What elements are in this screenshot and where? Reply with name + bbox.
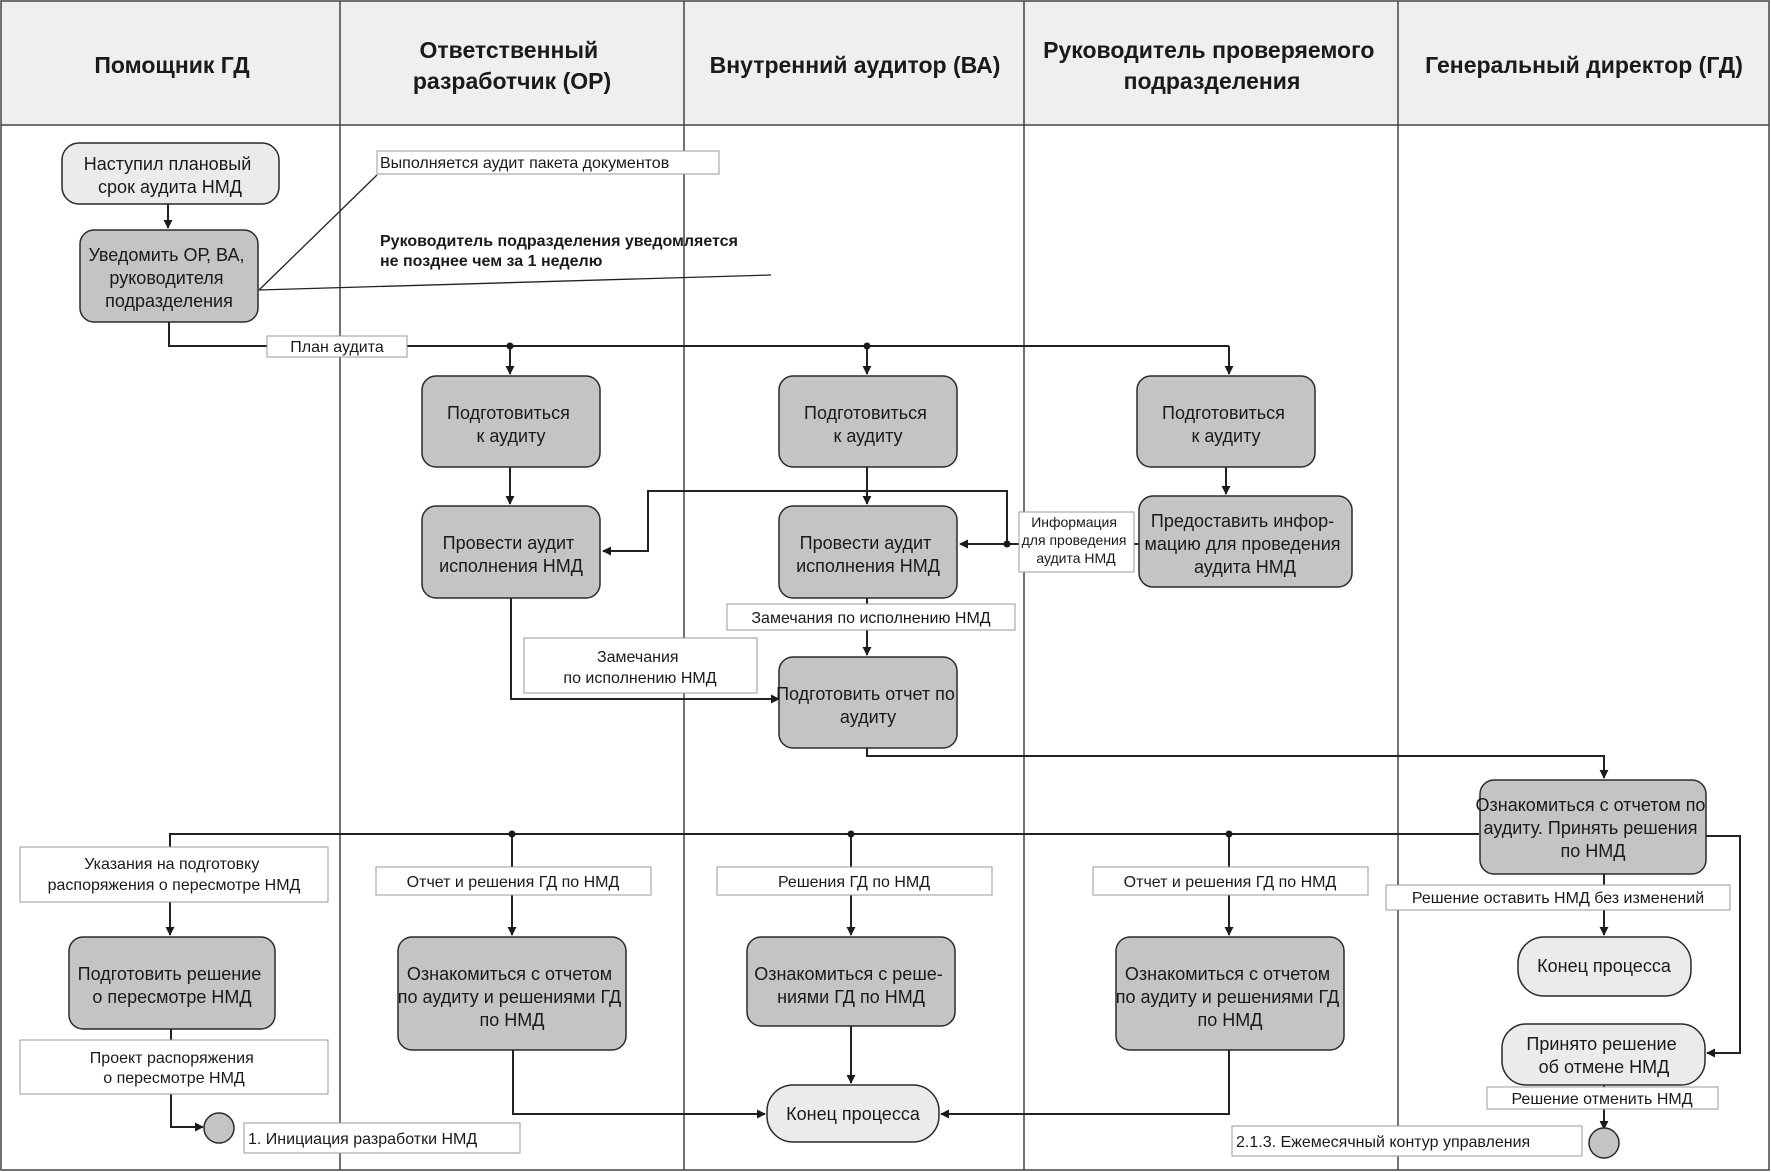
link-monthly-label-box xyxy=(1231,1125,1583,1157)
lane-title-developer: Ответственный разработчик (ОР) xyxy=(413,37,611,94)
link-monthly-circle xyxy=(1588,1127,1620,1159)
prepare-decision-label: Подготовить решение о пересмотре НМД xyxy=(78,964,267,1007)
cancel-decision-flow-label: Решение отменить НМД xyxy=(1511,1091,1692,1108)
remarks-or-label-box xyxy=(523,637,758,694)
prepare-audit-or-activity xyxy=(421,375,601,468)
audit-plan-label: План аудита xyxy=(290,339,384,356)
note-leader xyxy=(258,274,772,291)
conduct-audit-or-label: Провести аудит исполнения НМД xyxy=(439,533,583,576)
notify-note: Руководитель подразделения уведомляется … xyxy=(380,233,742,270)
conduct-audit-va-label: Провести аудит исполнения НМД xyxy=(796,533,940,576)
prepare-audit-va-label: Подготовиться к аудиту xyxy=(804,403,932,446)
review-report-or-activity xyxy=(397,936,627,1051)
prepare-audit-va-activity xyxy=(778,375,958,468)
audit-package-label: Выполняется аудит пакета документов xyxy=(380,155,669,172)
notify-participants-label: Уведомить ОР, ВА, руководителя подраздел… xyxy=(88,245,249,311)
decisions-va-label: Решения ГД по НМД xyxy=(778,874,930,891)
review-report-gd-activity xyxy=(1479,779,1707,875)
remarks-or-label: Замечания по исполнению НМД xyxy=(563,649,716,687)
info-for-audit-label-box xyxy=(1018,511,1135,573)
instructions-label-box xyxy=(19,846,329,903)
start-event xyxy=(61,142,280,205)
prepare-audit-rp-label: Подготовиться к аудиту xyxy=(1162,403,1290,446)
keep-unchanged-label: Решение оставить НМД без изменений xyxy=(1412,890,1704,907)
end-process-gd-event xyxy=(1517,936,1692,997)
provide-info-activity xyxy=(1138,495,1353,588)
prepare-audit-rp-activity xyxy=(1136,375,1316,468)
junction-dot xyxy=(1003,540,1011,548)
end-process-gd-label: Конец процесса xyxy=(1537,956,1672,976)
lane-title-general-director: Генеральный директор (ГД) xyxy=(1425,52,1743,78)
end-process-label: Конец процесса xyxy=(786,1104,921,1124)
lane-title-unit-head: Руководитель проверяемого подразделения xyxy=(1043,37,1381,94)
cancel-decision-event xyxy=(1501,1023,1706,1086)
review-decisions-va-label: Ознакомиться с реше- ниями ГД по НМД xyxy=(754,964,948,1007)
flow-arrow xyxy=(940,1050,1230,1119)
audit-package-label-box xyxy=(376,150,720,175)
review-report-rp-label: Ознакомиться с отчетом по аудиту и решен… xyxy=(1116,964,1344,1030)
lane-title-assistant: Помощник ГД xyxy=(94,52,249,78)
provide-info-label: Предоставить инфор- мацию для проведения… xyxy=(1144,511,1345,577)
end-process-event xyxy=(766,1084,940,1143)
prepare-audit-or-label: Подготовиться к аудиту xyxy=(447,403,575,446)
prepare-decision-activity xyxy=(68,936,276,1030)
start-event-label: Наступил плановый срок аудита НМД xyxy=(84,154,257,197)
report-decisions-or-label-box xyxy=(375,866,652,896)
conduct-audit-or-activity xyxy=(421,505,601,599)
junction-dot xyxy=(506,342,514,350)
review-report-or-label: Ознакомиться с отчетом по аудиту и решен… xyxy=(398,964,626,1030)
header-band xyxy=(1,1,1769,125)
lane-title-auditor: Внутренний аудитор (ВА) xyxy=(710,52,1001,78)
audit-plan-label-box xyxy=(266,335,408,358)
link-monthly-label: 2.1.3. Ежемесячный контур управления xyxy=(1236,1134,1530,1151)
note-leader xyxy=(258,174,378,291)
keep-unchanged-label-box xyxy=(1385,884,1731,911)
flow-remarks-or xyxy=(510,598,780,704)
junction-dot xyxy=(1225,830,1233,838)
draft-order-label: Проект распоряжения о пересмотре НМД xyxy=(90,1050,258,1087)
junction-dot xyxy=(508,830,516,838)
link-initiation-label-box xyxy=(243,1122,521,1154)
flow-report xyxy=(866,748,1609,779)
flow-arrow xyxy=(512,1050,766,1119)
link-initiation-circle xyxy=(203,1112,235,1144)
report-decisions-rp-label-box xyxy=(1092,866,1369,896)
cancel-decision-label: Принято решение об отмене НМД xyxy=(1526,1034,1681,1077)
review-report-gd-label: Ознакомиться с отчетом по аудиту. Принят… xyxy=(1476,795,1711,861)
remarks-va-label-box xyxy=(726,603,1016,631)
prepare-report-label: Подготовить отчет по аудиту xyxy=(776,684,960,727)
notify-participants-activity xyxy=(79,229,259,323)
flow-cancel xyxy=(1706,835,1741,1058)
review-report-rp-activity xyxy=(1115,936,1345,1051)
cancel-decision-label-box xyxy=(1486,1086,1719,1110)
report-decisions-or-label: Отчет и решения ГД по НМД xyxy=(407,874,620,891)
junction-dot xyxy=(863,342,871,350)
junction-dot xyxy=(847,830,855,838)
instructions-label: Указания на подготовку распоряжения о пе… xyxy=(48,856,301,894)
info-for-audit-label: Информация для проведения аудита НМД xyxy=(1022,514,1131,566)
link-initiation-label: 1. Инициация разработки НМД xyxy=(248,1131,477,1148)
draft-order-label-box xyxy=(19,1039,329,1095)
decisions-va-label-box xyxy=(716,866,993,896)
prepare-report-activity xyxy=(778,656,958,749)
remarks-va-label: Замечания по исполнению НМД xyxy=(751,610,990,627)
conduct-audit-va-activity xyxy=(778,505,958,599)
review-decisions-va-activity xyxy=(746,936,956,1027)
flow-audit-plan-bus xyxy=(168,322,1229,347)
report-decisions-rp-label: Отчет и решения ГД по НМД xyxy=(1124,874,1337,891)
